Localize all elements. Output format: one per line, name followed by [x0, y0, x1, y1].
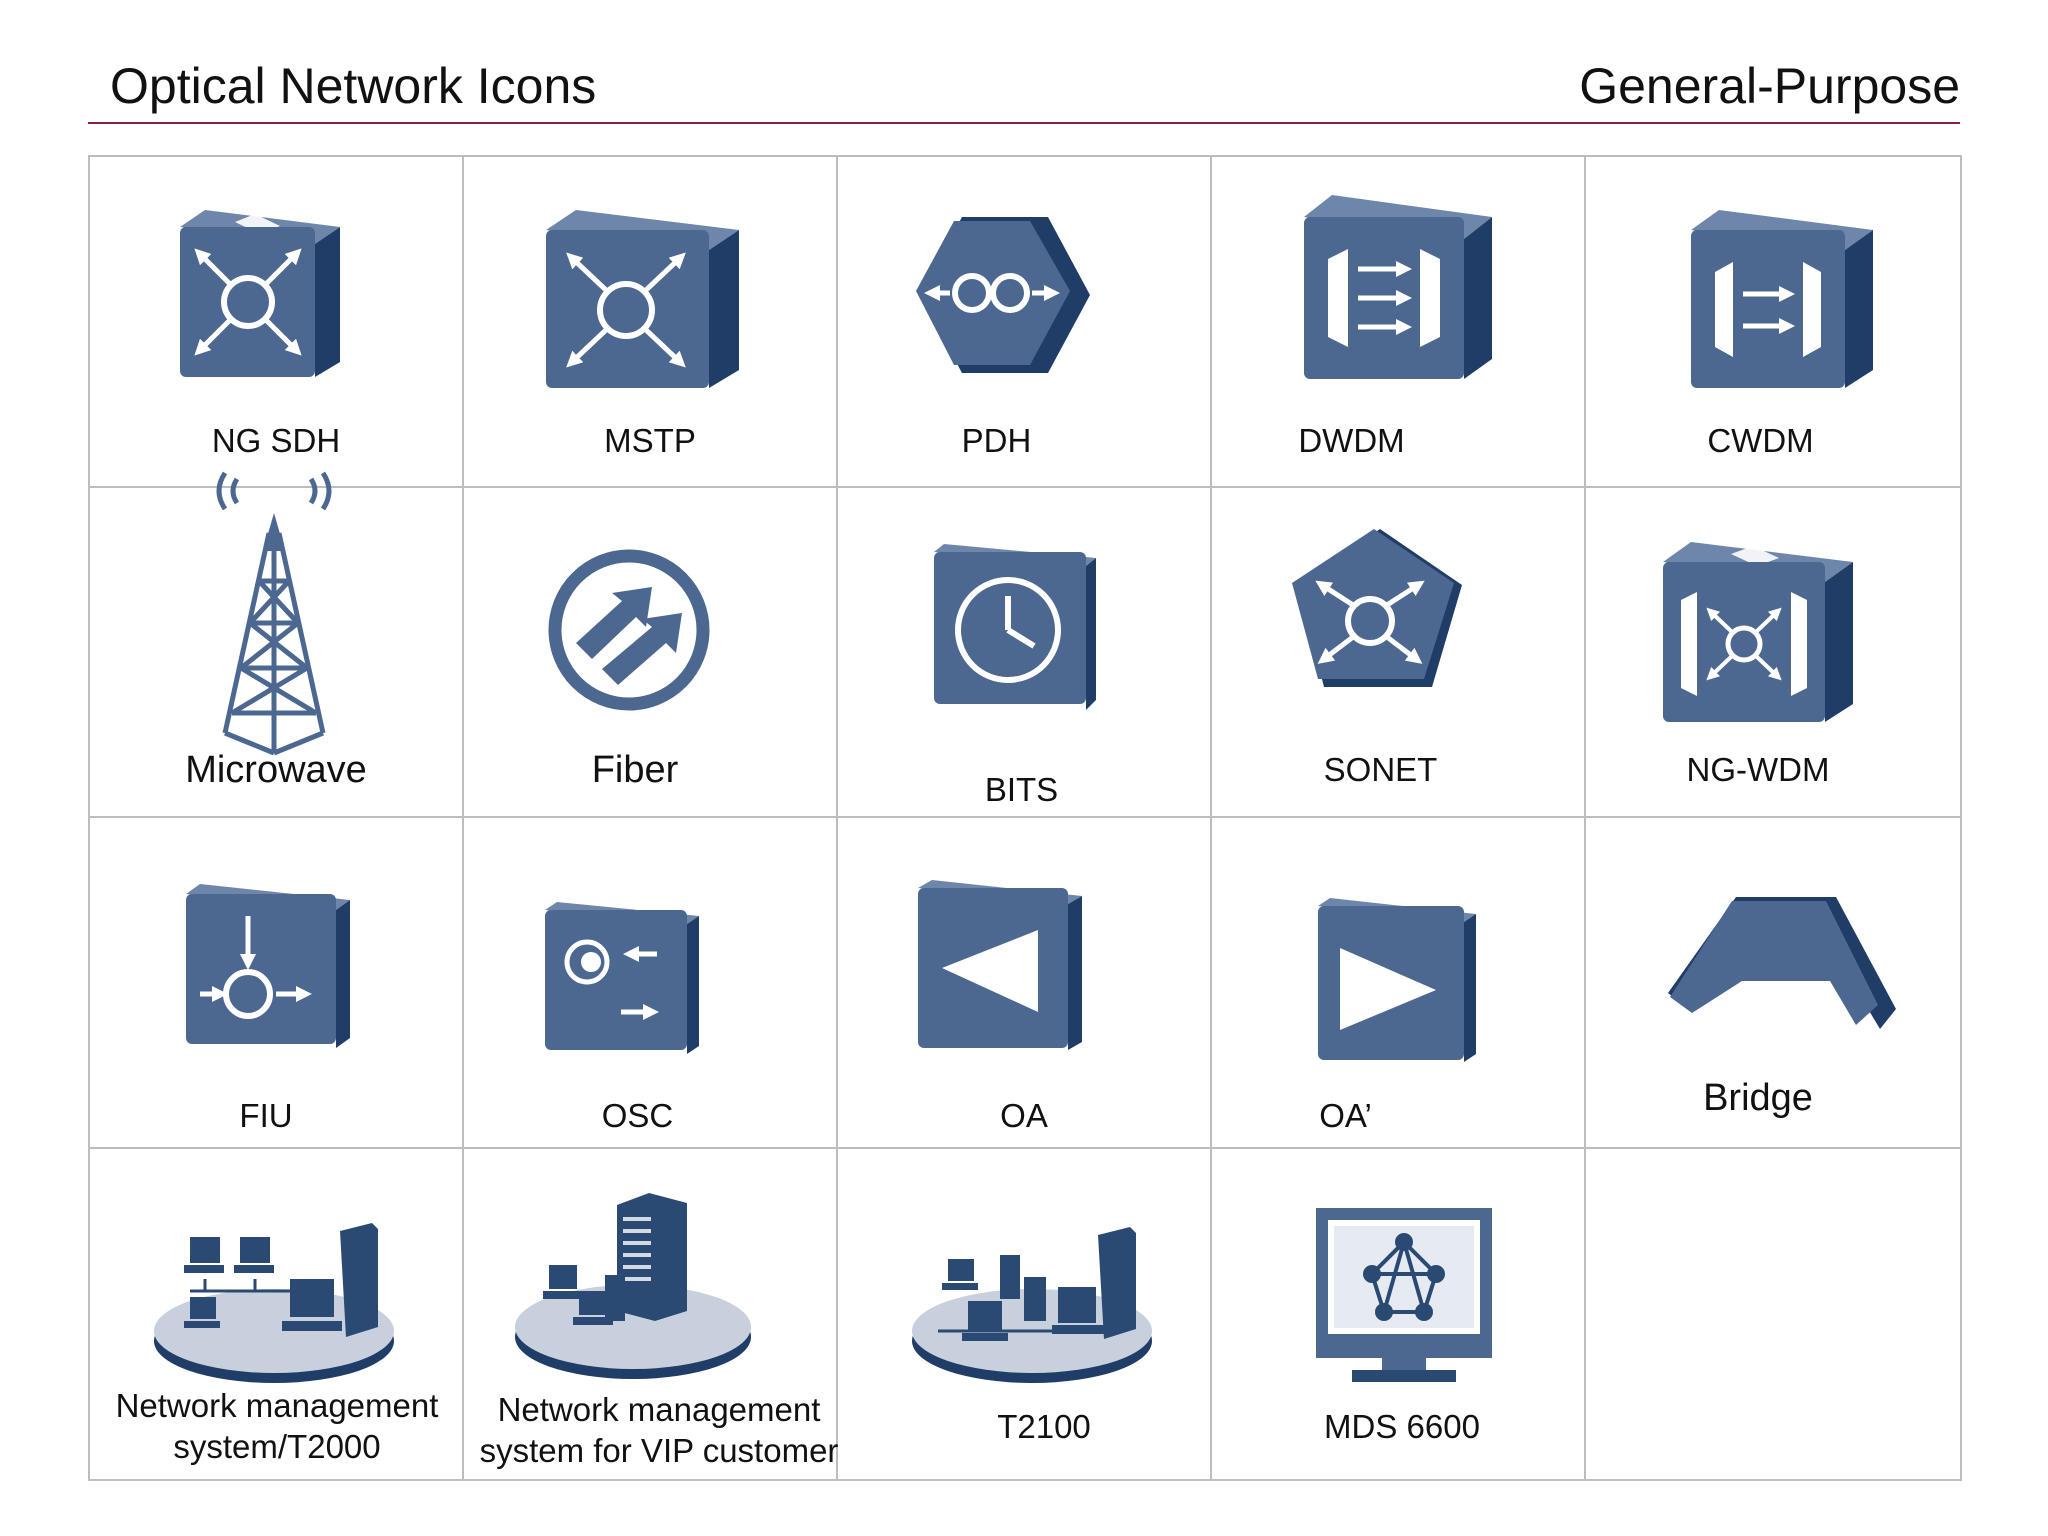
- cross-connect-box-icon: [180, 210, 340, 377]
- nms-servers-icon: [912, 1226, 1152, 1383]
- icon-cell-mds-6600: MDS 6600: [1212, 1148, 1586, 1479]
- icon-cell-pdh: PDH: [838, 157, 1212, 488]
- icon-cell-bits: BITS: [838, 487, 1212, 818]
- icon-cell-sonet: SONET: [1212, 487, 1586, 818]
- icon-label: CWDM: [1707, 422, 1814, 459]
- icon-cell-oa: OA: [838, 818, 1212, 1149]
- page-title: Optical Network Icons: [110, 58, 597, 114]
- icon-label: NG SDH: [211, 422, 341, 459]
- icon-label: Network management system for VIP custom…: [479, 1390, 839, 1469]
- icon-label: Fiber: [591, 748, 679, 791]
- bridge-icon: [1668, 897, 1896, 1029]
- icon-cell-nms-vip: Network management system for VIP custom…: [464, 1148, 838, 1479]
- icon-label: T2100: [997, 1407, 1091, 1445]
- fiu-box-icon: [186, 884, 350, 1048]
- icon-label: Bridge: [1703, 1077, 1813, 1119]
- icon-cell-microwave: Microwave: [90, 471, 464, 818]
- icon-cell-oa-prime: OA’: [1212, 818, 1586, 1149]
- empty-cell: [1586, 1149, 1960, 1480]
- icon-cell-dwdm: DWDM: [1212, 157, 1586, 488]
- icon-grid: NG SDH MSTP PDH: [88, 155, 1962, 1481]
- icon-label: SONET: [1323, 750, 1438, 788]
- clock-box-icon: [934, 543, 1096, 710]
- amplifier-right-icon: [1318, 898, 1476, 1062]
- header-divider: [88, 122, 1960, 124]
- icon-label: Network management system/T2000: [115, 1386, 439, 1465]
- cross-connect-box-icon: [546, 210, 739, 388]
- wdm-box-two-arrows-icon: [1691, 210, 1873, 388]
- hexagon-loop-icon: [916, 217, 1090, 373]
- icon-label: Microwave: [185, 748, 367, 791]
- monitor-network-icon: [1316, 1207, 1492, 1382]
- icon-cell-osc: OSC: [464, 818, 838, 1149]
- osc-box-icon: [545, 902, 699, 1054]
- icon-cell-bridge: Bridge: [1586, 818, 1960, 1149]
- icon-label: OA: [1000, 1097, 1048, 1134]
- fiber-circle-arrows-icon: [548, 549, 710, 710]
- icon-label: OSC: [601, 1097, 674, 1134]
- pentagon-cross-connect-icon: [1292, 528, 1462, 687]
- nms-building-icon: [515, 1192, 751, 1379]
- icon-label: MSTP: [604, 422, 696, 459]
- icon-cell-t2100: T2100: [838, 1148, 1212, 1479]
- icon-cell-ng-sdh: NG SDH: [90, 157, 464, 488]
- icon-label: MDS 6600: [1324, 1407, 1480, 1445]
- icon-label: DWDM: [1298, 422, 1405, 459]
- icon-label: NG-WDM: [1686, 750, 1830, 788]
- wdm-cross-connect-box-icon: [1663, 541, 1853, 722]
- icon-label: PDH: [961, 422, 1032, 459]
- icon-cell-cwdm: CWDM: [1586, 157, 1960, 488]
- icon-label: FIU: [239, 1097, 293, 1134]
- icon-label: BITS: [984, 770, 1059, 808]
- amplifier-left-icon: [918, 880, 1082, 1050]
- icon-label: OA’: [1319, 1097, 1372, 1134]
- icon-cell-fiu: FIU: [90, 818, 464, 1149]
- wdm-box-three-arrows-icon: [1304, 195, 1492, 379]
- icon-cell-fiber: Fiber: [464, 487, 838, 818]
- icon-cell-mstp: MSTP: [464, 157, 838, 488]
- nms-workstations-icon: [154, 1222, 394, 1383]
- category-title: General-Purpose: [1579, 58, 1960, 114]
- radio-tower-icon: [216, 471, 332, 755]
- icon-cell-ng-wdm: NG-WDM: [1586, 488, 1960, 818]
- icon-cell-nms-t2000: Network management system/T2000: [90, 1148, 464, 1479]
